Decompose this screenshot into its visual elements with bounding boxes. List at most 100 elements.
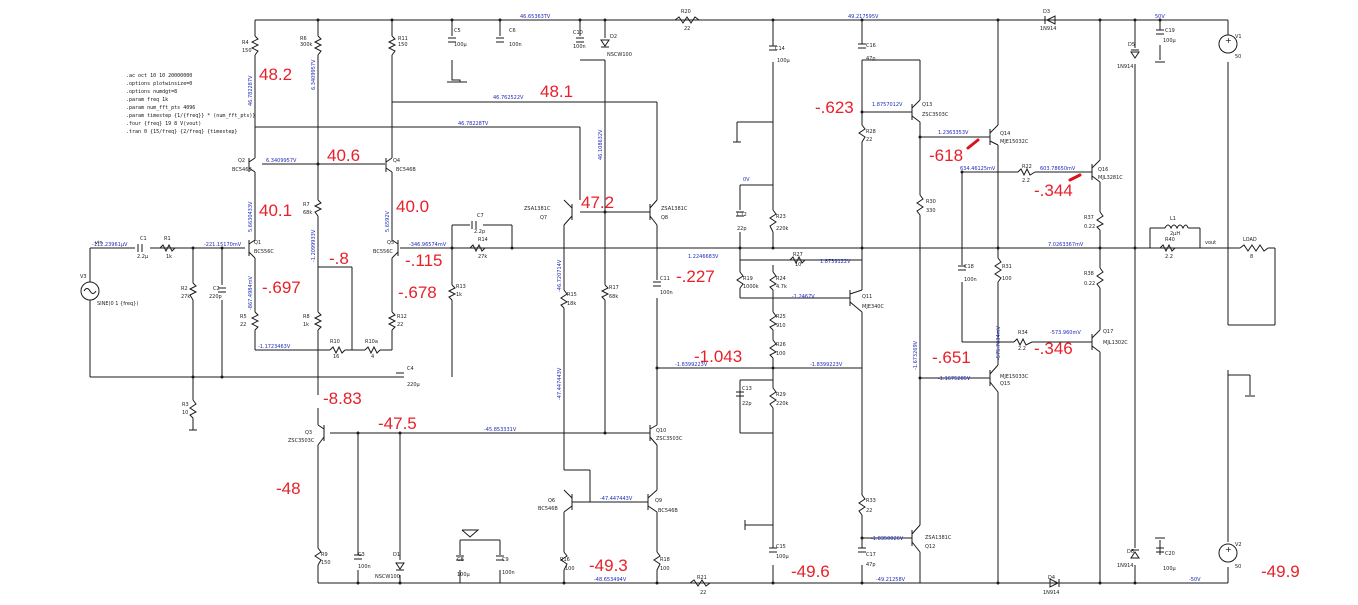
net-voltage: 6.3409957V (266, 158, 297, 164)
component-value: 100µ (457, 572, 471, 578)
component-label: R15 (567, 292, 577, 298)
directive-line: .four {freq} 19 8 V(vout) (126, 121, 201, 127)
component-value: BC546B (538, 506, 558, 512)
component-r21: R21 22 (697, 575, 707, 596)
component-label: V1 (1235, 34, 1242, 40)
component-value: ZSC3503C (288, 438, 315, 444)
net-voltage: -47.447443V (557, 367, 563, 400)
component-value: 100µ (454, 42, 468, 48)
component-label: Q3 (305, 430, 312, 436)
component-value: 22 (866, 508, 872, 514)
component-value: SINE(0 1 {freq}) (97, 301, 138, 307)
annotation: -.344 (1034, 181, 1073, 200)
annotation: 48.2 (259, 65, 292, 84)
component-label: R29 (776, 392, 786, 398)
annotation: -.651 (932, 348, 971, 367)
component-label: R20 (681, 9, 691, 15)
annotation: 48.1 (540, 82, 573, 101)
component-label: C10 (573, 30, 583, 36)
component-value: MJE340C (862, 304, 884, 310)
net-voltage: -50V (1189, 577, 1201, 583)
component-label: C8 (457, 557, 464, 563)
component-value: 4.7k (776, 284, 787, 290)
component-value: 100n (509, 42, 522, 48)
net-voltage: -1.673269V (913, 340, 919, 370)
net-voltage: 50V (1155, 14, 1165, 20)
component-label: Q17 (1103, 329, 1113, 335)
component-value: 2.2 (1165, 254, 1173, 260)
component-value: BC546B (232, 167, 252, 173)
component-label: R34 (1018, 330, 1028, 336)
component-label: D1 (393, 552, 400, 558)
component-label: C3 (358, 552, 365, 558)
annotation: -8.83 (323, 389, 362, 408)
component-label: R2 (181, 286, 188, 292)
net-voltage: 1.2246683V (688, 254, 719, 260)
net-voltage: -1.2467V (792, 294, 815, 300)
component-label: R31 (1002, 264, 1012, 270)
component-label: Q12 (925, 544, 935, 550)
component-value: 22 (397, 322, 403, 328)
component-label: C20 (1165, 551, 1175, 557)
directive-line: .tran 0 {15/freq} {2/freq} {timestep} (126, 129, 237, 135)
component-value: BC546B (396, 167, 416, 173)
component-value: 0.22 (1084, 224, 1095, 230)
net-voltage: 46.782287V (248, 75, 254, 106)
directive-line: .options numdgt=8 (126, 89, 177, 95)
net-voltage: 7.0263367mV (1048, 242, 1084, 248)
annotation: -.8 (329, 249, 349, 268)
directive-line: .param num_fft_pts 4096 (126, 105, 195, 111)
net-voltage: -1.1723463V (258, 344, 291, 350)
component-value: 22 (866, 137, 872, 143)
component-label: C4 (407, 366, 414, 372)
component-label: R12 (397, 314, 407, 320)
component-label: R27 (793, 252, 803, 258)
annotation: 40.1 (259, 201, 292, 220)
component-label: C17 (866, 552, 876, 558)
component-value: 27k (478, 254, 487, 260)
voltage-annotations: 48.2 48.1 40.6 40.1 40.0 47.2 -.697 -.8 … (259, 65, 1300, 581)
component-label: Q14 (1000, 131, 1010, 137)
component-label: R21 (697, 575, 707, 581)
component-label: R19 (743, 276, 753, 282)
component-value: 22 (700, 590, 706, 596)
component-label: R22 (1022, 164, 1032, 170)
component-value: 22 (240, 322, 246, 328)
component-label: C16 (866, 43, 876, 49)
component-label: Q2 (238, 158, 245, 164)
component-r20: R20 22 (681, 9, 691, 32)
component-value: 1k (303, 322, 309, 328)
component-value: 2µH (1170, 231, 1180, 237)
component-label: R13 (456, 284, 466, 290)
component-value: 220µ (407, 382, 421, 388)
component-label: R10 (330, 339, 340, 345)
component-value: 22 (684, 26, 690, 32)
component-value: 8 (1250, 254, 1253, 260)
component-value: 2.2µ (137, 254, 149, 260)
component-value: 1N914 (1043, 590, 1059, 596)
component-label: C14 (775, 46, 785, 52)
component-label: Q16 (1098, 167, 1108, 173)
annotation: -.697 (262, 278, 301, 297)
svg-text:+: + (1225, 545, 1232, 554)
component-symbols: + + (80, 15, 1275, 588)
